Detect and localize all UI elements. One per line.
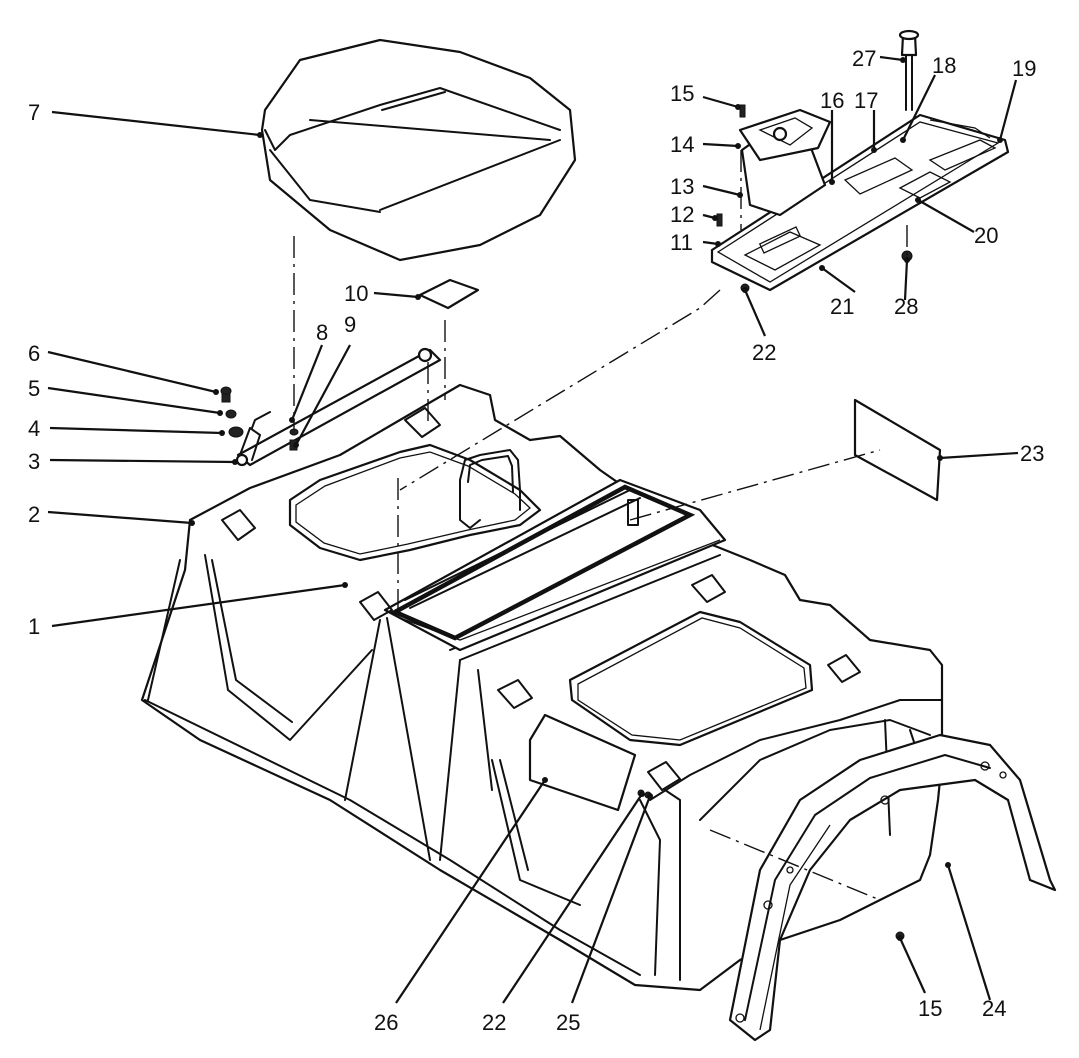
callout-16: 16 — [820, 88, 844, 113]
fender-flare — [728, 733, 1057, 1042]
storage-lid — [288, 443, 542, 562]
control-panel — [710, 29, 1010, 292]
callout-20: 20 — [974, 223, 998, 248]
callout-15-bottom: 15 — [918, 996, 942, 1021]
callout-23: 23 — [1020, 441, 1044, 466]
callout-22-top: 22 — [752, 340, 776, 365]
callout-24: 24 — [982, 996, 1006, 1021]
callout-25: 25 — [556, 1010, 580, 1035]
decal-23 — [853, 398, 942, 502]
callout-21: 21 — [830, 294, 854, 319]
callout-4: 4 — [28, 416, 40, 441]
leader-lines — [47, 55, 1019, 1004]
callout-2: 2 — [28, 502, 40, 527]
callout-28: 28 — [894, 294, 918, 319]
callout-5: 5 — [28, 376, 40, 401]
callout-14: 14 — [670, 132, 694, 157]
callout-27: 27 — [852, 46, 876, 71]
callout-12: 12 — [670, 202, 694, 227]
seat-rail-bracket — [235, 347, 442, 467]
callout-6: 6 — [28, 341, 40, 366]
callout-labels: 1 2 3 4 5 6 7 8 9 10 11 12 13 14 15 16 1… — [28, 46, 1044, 1035]
assembly-lines — [293, 150, 908, 901]
callout-22-bottom: 22 — [482, 1010, 506, 1035]
handle-bracket — [459, 449, 521, 529]
tunnel-cover — [383, 478, 727, 652]
callout-13: 13 — [670, 174, 694, 199]
callout-17: 17 — [854, 88, 878, 113]
seat-cushion — [260, 38, 577, 262]
callout-15-top: 15 — [670, 81, 694, 106]
callout-8: 8 — [316, 320, 328, 345]
callout-10: 10 — [344, 281, 368, 306]
fender-deck-body — [140, 383, 944, 992]
decal-26 — [528, 713, 637, 812]
callout-26: 26 — [374, 1010, 398, 1035]
callout-3: 3 — [28, 449, 40, 474]
callout-7: 7 — [28, 100, 40, 125]
callout-11: 11 — [670, 230, 693, 255]
callout-18: 18 — [932, 53, 956, 78]
callout-1: 1 — [28, 614, 40, 639]
mounting-pads — [221, 407, 861, 791]
callout-19: 19 — [1012, 56, 1036, 81]
decal-10 — [418, 278, 480, 310]
right-lid — [568, 610, 814, 747]
callout-9: 9 — [344, 312, 356, 337]
